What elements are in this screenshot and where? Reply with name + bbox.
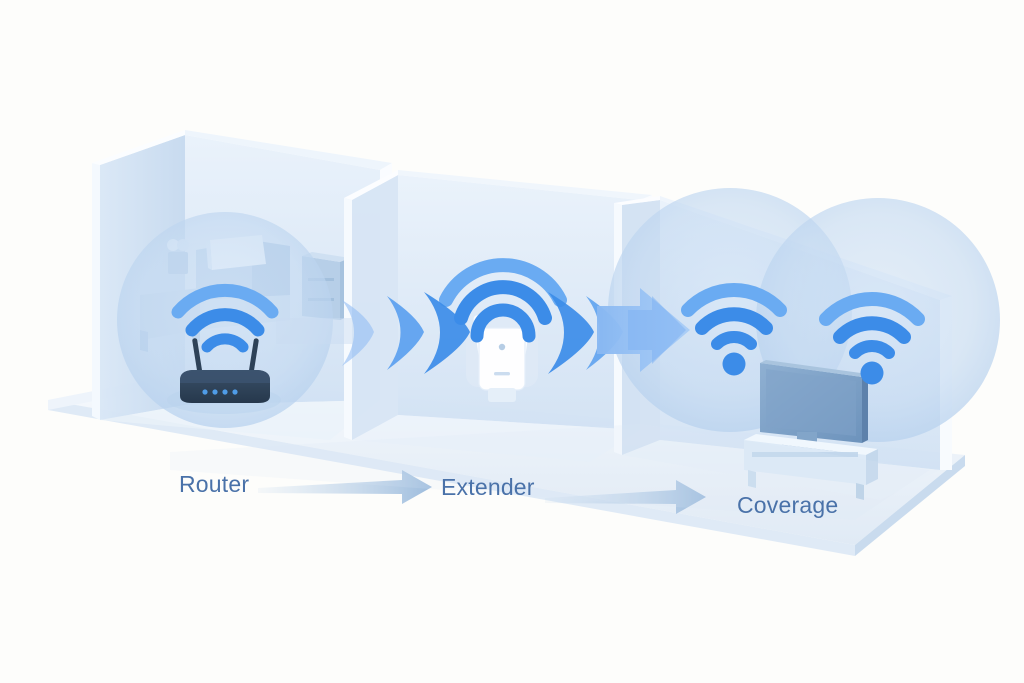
big-arrow-to-coverage: [597, 288, 690, 372]
tv-stand: [744, 434, 878, 500]
wifi-icon-router: [171, 284, 279, 353]
wifi-icon-extender: [439, 258, 567, 343]
floor-shadow-bands: [170, 424, 930, 520]
router-leds: [202, 389, 238, 395]
wifi-icon-coverage-right: [819, 292, 925, 359]
label-router: Router: [179, 471, 250, 497]
signal-band-faded: [276, 318, 352, 344]
wifi-dot-coverage-left: [722, 352, 746, 376]
signal-chevrons-left: [342, 292, 470, 374]
label-coverage: Coverage: [737, 492, 839, 518]
label-arrow-extender-to-coverage: [545, 480, 706, 514]
wifi-icon-coverage-left: [681, 283, 787, 350]
label-arrow-router-to-extender: [258, 470, 432, 504]
router-device: [167, 338, 281, 414]
label-extender: Extender: [441, 474, 535, 500]
wifi-dot-coverage-right: [860, 361, 884, 385]
